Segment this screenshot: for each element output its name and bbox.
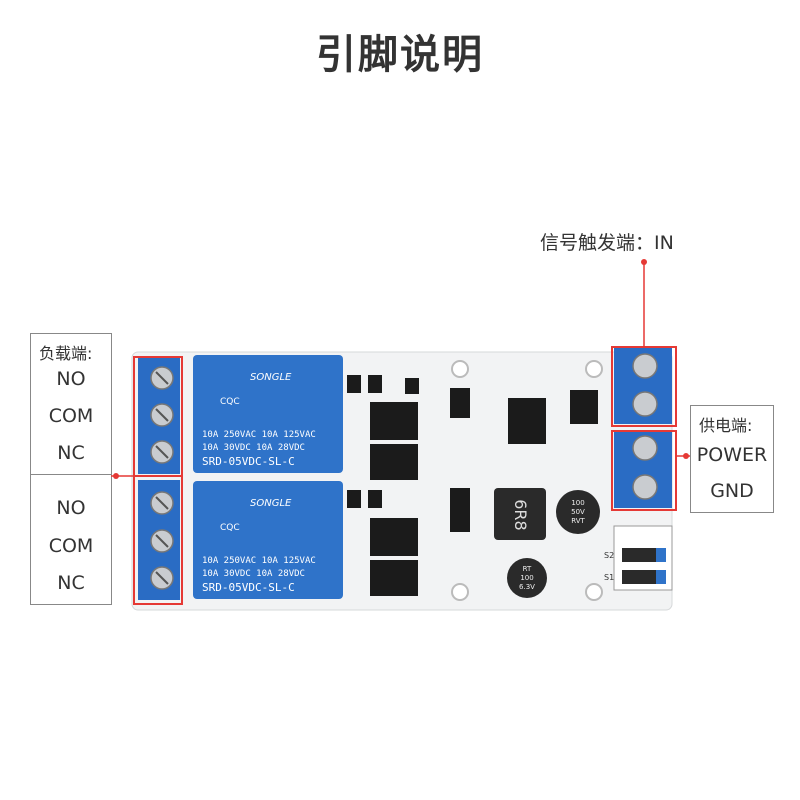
relay-2-rating-1: 10A 250VAC 10A 125VAC xyxy=(202,556,316,566)
cap2-marking-1: RT xyxy=(523,565,532,573)
relay-2-rating-2: 10A 30VDC 10A 28VDC xyxy=(202,569,305,579)
load-header: 负载端: xyxy=(39,344,93,363)
callout-dot xyxy=(113,473,119,479)
power-pin-label: POWER xyxy=(696,444,768,466)
inductor-marking: 6R8 xyxy=(511,499,530,530)
relay-2 xyxy=(193,481,343,599)
relay-1-rating-1: 10A 250VAC 10A 125VAC xyxy=(202,430,316,440)
cap1-marking-2: 50V xyxy=(571,508,585,516)
ic xyxy=(368,375,382,393)
relay-1-brand: SONGLE xyxy=(250,372,292,383)
power-terminal-highlight xyxy=(611,430,677,511)
ic xyxy=(405,378,419,394)
load-terminal-highlight xyxy=(133,356,183,605)
mount-hole xyxy=(585,360,603,378)
ic xyxy=(450,388,470,418)
gnd-pin-label: GND xyxy=(710,480,754,502)
page-title: 引脚说明 xyxy=(316,32,484,78)
relay-1-cert: CQC xyxy=(220,397,240,407)
power-header: 供电端: xyxy=(699,416,753,435)
ic xyxy=(347,375,361,393)
relay-2-brand: SONGLE xyxy=(250,498,292,509)
jumper-pin xyxy=(656,548,666,562)
capacitor-2 xyxy=(507,558,547,598)
relay-1-model: SRD-05VDC-SL-C xyxy=(202,455,295,468)
cap2-marking-3: 6.3V xyxy=(519,583,535,591)
relay-2-cert: CQC xyxy=(220,523,240,533)
screw-terminal xyxy=(632,353,658,379)
load-com-1: COM xyxy=(48,405,94,427)
ic xyxy=(368,490,382,508)
ic xyxy=(450,488,470,532)
callout-dot xyxy=(683,453,689,459)
load-no-1: NO xyxy=(56,368,86,390)
load-terminal-box: 负载端: NO COM NC NO COM NC xyxy=(30,333,112,605)
jumper-label-s1: S1 xyxy=(604,573,614,582)
jumper-pin xyxy=(656,570,666,584)
load-com-2: COM xyxy=(48,535,94,557)
jumper-cap-s1 xyxy=(622,570,656,584)
ic xyxy=(370,444,418,480)
ic xyxy=(370,402,418,440)
screw-terminal xyxy=(632,391,658,417)
inductor xyxy=(494,488,546,540)
jumper-cap-s2 xyxy=(622,548,656,562)
ic xyxy=(347,490,361,508)
relay-1-rating-2: 10A 30VDC 10A 28VDC xyxy=(202,443,305,453)
power-terminal-box: 供电端: POWER GND xyxy=(690,405,774,513)
load-nc-2: NC xyxy=(57,572,85,594)
relay-1 xyxy=(193,355,343,473)
mount-hole xyxy=(451,360,469,378)
screw-terminal xyxy=(632,435,658,461)
mount-hole xyxy=(451,583,469,601)
load-nc-1: NC xyxy=(57,442,85,464)
cap1-marking-1: 100 xyxy=(571,499,584,507)
jumper-label-s2: S2 xyxy=(604,551,614,560)
ic xyxy=(570,390,598,424)
cap1-marking-3: RVT xyxy=(571,517,585,525)
callout-dot xyxy=(641,259,647,265)
divider xyxy=(31,474,111,475)
cap2-marking-2: 100 xyxy=(520,574,533,582)
signal-input-label: 信号触发端：IN xyxy=(540,232,674,254)
relay-2-model: SRD-05VDC-SL-C xyxy=(202,581,295,594)
mount-hole xyxy=(585,583,603,601)
capacitor-1 xyxy=(556,490,600,534)
load-no-2: NO xyxy=(56,497,86,519)
screw-terminal xyxy=(632,474,658,500)
ic xyxy=(370,560,418,596)
ic xyxy=(370,518,418,556)
ic xyxy=(508,398,546,444)
